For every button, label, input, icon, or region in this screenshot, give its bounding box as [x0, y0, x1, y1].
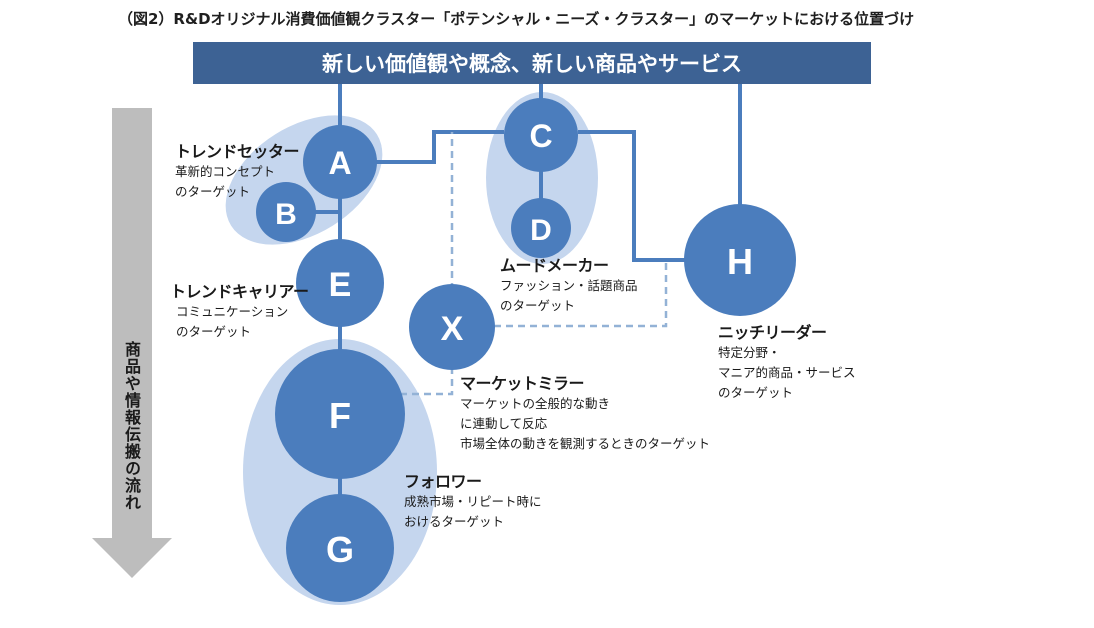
niche-leader-desc-2: マニア的商品・サービス	[718, 365, 856, 380]
flow-arrow-label: 商品や情報伝搬の流れ	[122, 341, 141, 511]
mood-maker-desc-1: ファッション・話題商品	[500, 278, 638, 293]
trend-setter-desc-1: 革新的コンセプト	[175, 164, 276, 179]
niche-leader-desc-3: のターゲット	[718, 385, 794, 400]
market-mirror-heading: マーケットミラー	[460, 374, 585, 393]
follower-desc-1: 成熟市場・リピート時に	[404, 494, 542, 509]
node-x-label: X	[441, 310, 464, 348]
trend-setter-label: トレンドセッター 革新的コンセプト のターゲット	[175, 142, 300, 202]
mood-maker-label: ムードメーカー ファッション・話題商品 のターゲット	[500, 256, 638, 316]
node-h-label: H	[727, 241, 753, 282]
niche-leader-heading: ニッチリーダー	[718, 323, 827, 342]
node-x	[409, 284, 495, 370]
node-g	[286, 494, 394, 602]
dashed-connectors	[400, 132, 668, 396]
node-b-label: B	[275, 198, 297, 231]
trend-carrier-desc-1: コミュニケーション	[176, 304, 289, 319]
mood-maker-desc-2: のターゲット	[500, 298, 576, 313]
market-mirror-desc-2: に連動して反応	[460, 416, 548, 431]
niche-leader-label: ニッチリーダー 特定分野・ マニア的商品・サービス のターゲット	[718, 323, 856, 403]
node-c	[504, 98, 578, 172]
follower-heading: フォロワー	[404, 472, 482, 491]
node-g-label: G	[326, 529, 354, 570]
node-h	[684, 204, 796, 316]
follower-desc-2: おけるターゲット	[404, 514, 505, 529]
node-b	[256, 182, 316, 242]
mood-maker-heading: ムードメーカー	[500, 256, 609, 275]
node-d	[511, 198, 571, 258]
trend-setter-heading: トレンドセッター	[175, 142, 300, 161]
figure-title: （図2）R&Dオリジナル消費価値観クラスター「ポテンシャル・ニーズ・クラスター」…	[118, 10, 915, 28]
trend-setter-desc-2: のターゲット	[175, 184, 251, 199]
node-f	[275, 349, 405, 479]
node-e	[296, 239, 384, 327]
niche-leader-desc-1: 特定分野・	[718, 345, 781, 360]
node-e-label: E	[329, 266, 352, 304]
node-c-label: C	[529, 118, 552, 154]
banner-text: 新しい価値観や概念、新しい商品やサービス	[322, 52, 742, 76]
node-a-label: A	[328, 145, 351, 181]
market-mirror-label: マーケットミラー マーケットの全般的な動き に連動して反応 市場全体の動きを観測…	[460, 374, 710, 454]
trend-carrier-label: トレンドキャリアー コミュニケーション のターゲット	[170, 282, 309, 342]
market-mirror-desc-3: 市場全体の動きを観測するときのターゲット	[460, 436, 711, 451]
flow-arrow	[92, 108, 172, 578]
node-f-label: F	[329, 395, 351, 436]
trend-carrier-heading: トレンドキャリアー	[170, 282, 309, 301]
follower-label: フォロワー 成熟市場・リピート時に おけるターゲット	[404, 472, 542, 532]
top-banner	[193, 42, 871, 84]
trend-carrier-desc-2: のターゲット	[176, 324, 252, 339]
market-mirror-desc-1: マーケットの全般的な動き	[460, 396, 611, 411]
node-d-label: D	[530, 214, 552, 247]
node-a	[303, 125, 377, 199]
